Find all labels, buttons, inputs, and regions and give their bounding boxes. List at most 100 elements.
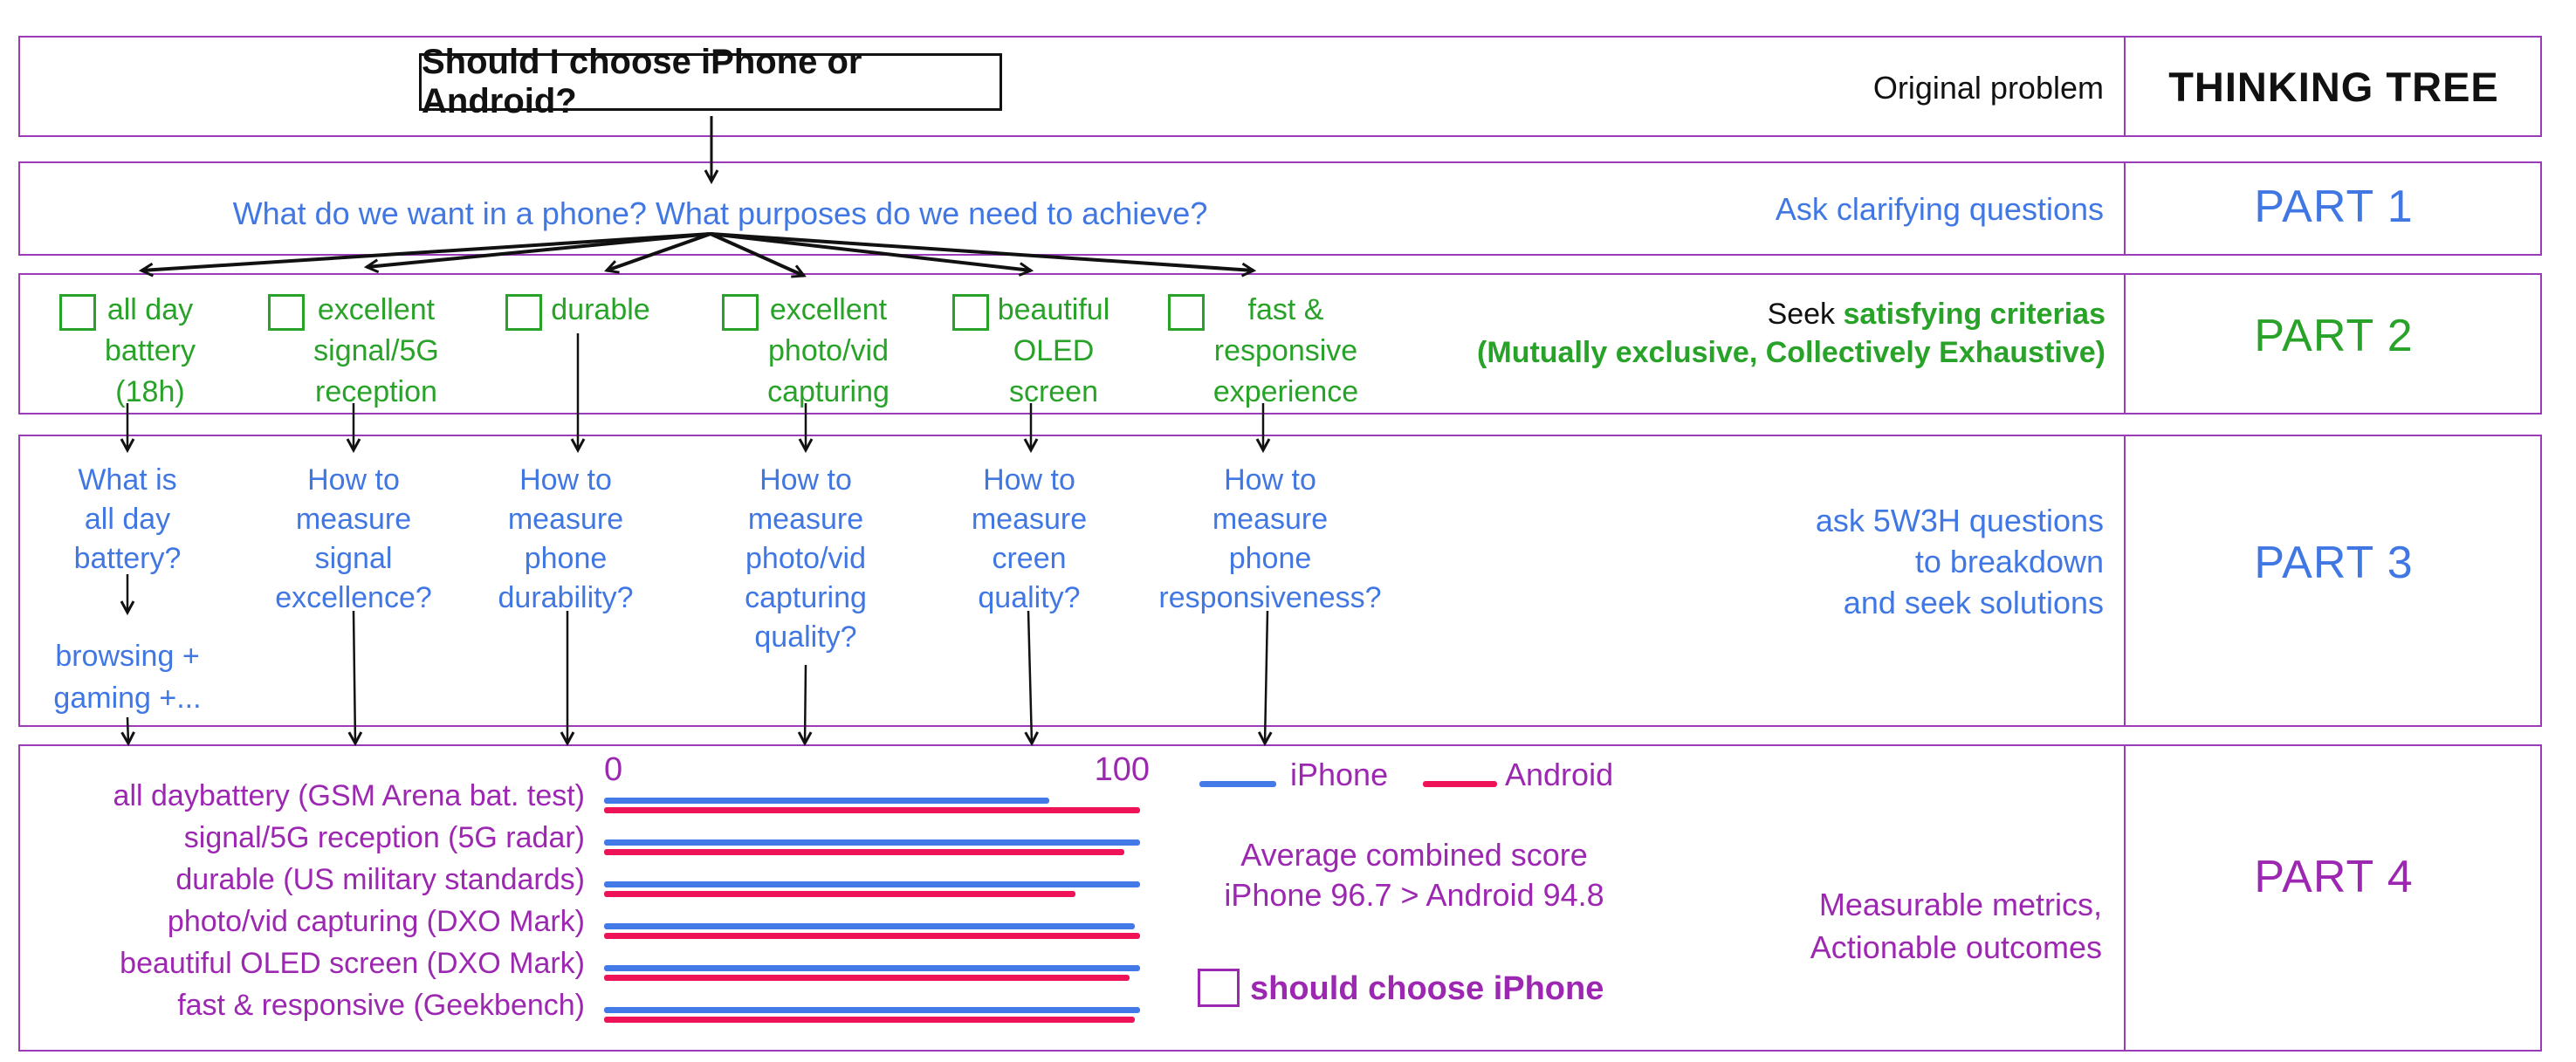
bar-iphone (604, 839, 1140, 846)
criterion-line: fast & (1247, 293, 1324, 326)
clarifying-question: What do we want in a phone? What purpose… (232, 195, 1208, 231)
question-line: measure (971, 503, 1088, 536)
question-line: How to (983, 463, 1075, 497)
checkbox-icon (722, 294, 759, 331)
criterion-line: capturing (767, 375, 890, 408)
part1-side-label: Ask clarifying questions (1775, 191, 2104, 227)
part2-side-bold: satisfying criterias (1843, 298, 2105, 331)
criterion-line: all day (106, 293, 194, 326)
axis-max-label: 100 (1094, 751, 1150, 788)
criterion-durable: durable (456, 290, 700, 331)
part1-label: PART 1 (2254, 182, 2414, 232)
question-line: all day (84, 503, 171, 536)
part2-side-line1: Seek satisfying criterias (1397, 295, 2105, 333)
metric-label: photo/vid capturing (DXO Mark) (167, 905, 585, 938)
criterion-line: excellent (769, 293, 888, 326)
question-line: phone (524, 542, 608, 575)
criterion-line: battery (105, 334, 196, 367)
question-responsiveness: How to measure phone responsiveness? (1113, 461, 1427, 618)
divider (2124, 744, 2126, 1052)
question-all-day-battery: What is all day battery? (5, 461, 250, 579)
question-line: What is (78, 463, 177, 497)
bar-android (604, 933, 1140, 939)
question-line: photo/vid (745, 542, 866, 575)
divider (2124, 273, 2126, 415)
metric-label: all daybattery (GSM Arena bat. test) (113, 779, 585, 812)
criterion-line: OLED (1013, 334, 1095, 367)
checkbox-icon (505, 294, 543, 331)
part2-side-line2: (Mutually exclusive, Collectively Exhaus… (1477, 336, 2105, 369)
legend-android-line-icon (1423, 781, 1497, 787)
bar-iphone (604, 1007, 1140, 1013)
question-signal: How to measure signal excellence? (231, 461, 476, 618)
checkbox-icon (1167, 294, 1205, 331)
question-line: How to (1224, 463, 1316, 497)
metric-label: durable (US military standards) (175, 863, 585, 896)
criterion-line: experience (1212, 375, 1359, 408)
average-score-summary: Average combined score iPhone 96.7 > And… (1187, 835, 1641, 915)
checkbox-icon (951, 294, 989, 331)
sub-note-line: gaming +... (53, 682, 202, 715)
criterion-line: durable (551, 293, 650, 326)
question-line: measure (295, 503, 412, 536)
part2-side-label: Seek satisfying criterias (Mutually excl… (1397, 295, 2105, 372)
row-part4 (18, 744, 2542, 1052)
divider (2124, 36, 2126, 137)
part2-side-prefix: Seek (1767, 298, 1844, 331)
question-line: measure (1212, 503, 1329, 536)
bar-iphone (604, 923, 1135, 929)
question-line: How to (759, 463, 852, 497)
question-line: responsiveness? (1158, 581, 1382, 614)
question-line: quality? (978, 581, 1081, 614)
criterion-oled-screen: beautiful OLED screen (909, 290, 1153, 413)
bar-android (604, 891, 1075, 897)
row-part3 (18, 435, 2542, 727)
checkbox-icon (268, 294, 306, 331)
part4-side-label: Measurable metrics, Actionable outcomes (1440, 883, 2102, 969)
bar-iphone (604, 881, 1140, 887)
question-screen: How to measure creen quality? (907, 461, 1151, 618)
brand-title: THINKING TREE (2168, 64, 2499, 110)
criterion-line: screen (1008, 375, 1099, 408)
bar-iphone (604, 798, 1049, 804)
part3-side-line: ask 5W3H questions (1815, 503, 2104, 538)
metric-label: fast & responsive (Geekbench) (177, 989, 585, 1022)
axis-min-label: 0 (604, 751, 623, 788)
question-line: measure (507, 503, 624, 536)
part3-side-line: to breakdown (1914, 544, 2104, 579)
part2-label: PART 2 (2254, 311, 2414, 361)
question-line: How to (519, 463, 612, 497)
question-line: creen (992, 542, 1067, 575)
question-line: durability? (498, 581, 634, 614)
legend-android-label: Android (1505, 757, 1614, 792)
sub-note-line: browsing + (55, 640, 200, 673)
metric-label: signal/5G reception (5G radar) (183, 821, 585, 854)
criterion-all-day-battery: all day battery (18h) (5, 290, 250, 413)
criterion-fast-responsive: fast & responsive experience (1141, 290, 1385, 413)
sub-note-browsing-gaming: browsing + gaming +... (5, 635, 250, 719)
bar-iphone (604, 965, 1140, 971)
question-line: phone (1228, 542, 1312, 575)
criterion-line: excellent (317, 293, 436, 326)
question-line: quality? (754, 620, 857, 654)
question-line: excellence? (275, 581, 432, 614)
checkbox-icon (1198, 969, 1240, 1007)
criterion-line: signal/5G (313, 334, 439, 367)
criterion-signal-reception: excellent signal/5G reception (231, 290, 476, 413)
criterion-line: reception (315, 375, 437, 408)
criterion-line: responsive (1213, 334, 1358, 367)
question-line: measure (747, 503, 864, 536)
part3-side-label: ask 5W3H questions to breakdown and seek… (1440, 500, 2104, 623)
question-line: signal (314, 542, 393, 575)
question-durability: How to measure phone durability? (443, 461, 688, 618)
original-problem-box: Should I choose iPhone or Android? (419, 43, 1002, 120)
metric-label: beautiful OLED screen (DXO Mark) (120, 947, 585, 980)
criterion-line: beautiful (997, 293, 1110, 326)
bar-android (604, 849, 1124, 855)
divider (2124, 161, 2126, 256)
summary-line: iPhone 96.7 > Android 94.8 (1224, 877, 1604, 913)
criterion-line: photo/vid (768, 334, 889, 367)
criterion-line: (18h) (115, 375, 185, 408)
legend-iphone-line-icon (1199, 781, 1276, 787)
